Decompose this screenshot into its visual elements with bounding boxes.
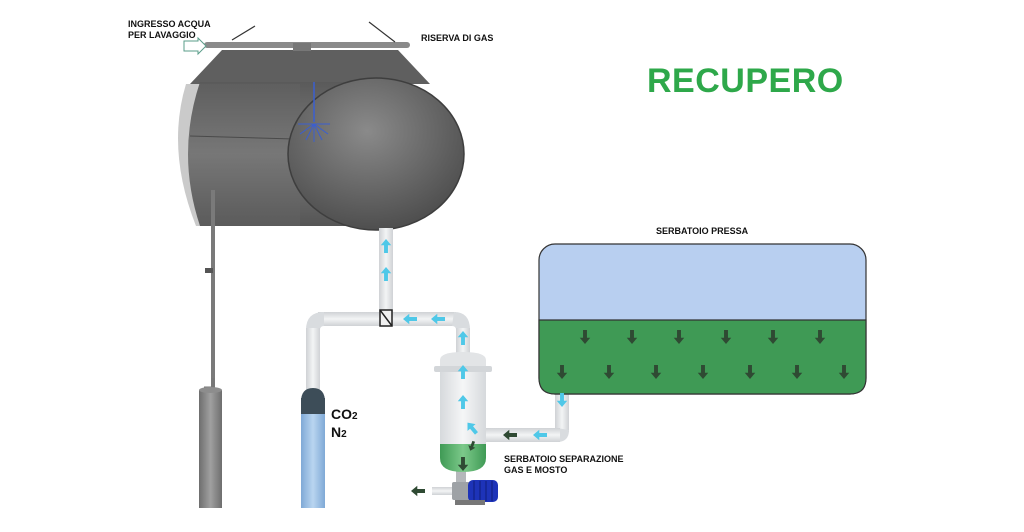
liquid-flow-arrow-icon: [411, 485, 425, 497]
water-inlet-label-line1: INGRESSO ACQUA: [128, 19, 211, 29]
gas-flow-arrow-icon: [457, 331, 469, 345]
pump-motor-fins: [473, 481, 493, 501]
liquid-flow-arrows: [411, 330, 850, 497]
gas-reserve-tank: [178, 21, 465, 390]
press-tank: [538, 243, 867, 395]
liquid-flow-arrow-icon: [838, 365, 850, 379]
drain-pipe: [211, 190, 215, 390]
water-inlet-label: INGRESSO ACQUA PER LAVAGGIO: [128, 19, 211, 41]
gas-label-n2-sub: 2: [341, 429, 347, 440]
spray-ball-icon: [298, 123, 330, 142]
liquid-flow-arrow-icon: [626, 330, 638, 344]
grey-cylinder-body: [199, 390, 222, 508]
separator-label: SERBATOIO SEPARAZIONE GAS E MOSTO: [504, 454, 624, 476]
liquid-flow-arrow-icon: [579, 330, 591, 344]
pump-motor: [468, 480, 498, 502]
liquid-flow-arrow-icon: [650, 365, 662, 379]
water-inlet-label-line2: PER LAVAGGIO: [128, 30, 196, 40]
liquid-flow-arrow-icon: [697, 365, 709, 379]
co2-n2-cylinder: [301, 388, 325, 508]
pump-base: [455, 500, 485, 505]
liquid-flow-arrow-icon: [503, 429, 517, 441]
pipe-press-drain: [555, 388, 569, 432]
gas-label-co2-sub: 2: [352, 411, 358, 422]
liquid-flow-arrow-icon: [457, 457, 469, 471]
gas-flow-arrow-icon: [556, 393, 568, 407]
gas-flow-arrow-icon: [380, 239, 392, 253]
transfer-pump: [452, 480, 498, 505]
tank-body-shade: [178, 84, 300, 226]
drain-elbow: [204, 378, 215, 390]
pipe-elbow-left: [306, 312, 324, 330]
gas-reserve-label: RISERVA DI GAS: [421, 33, 494, 43]
gas-flow-arrow-icon: [457, 365, 469, 379]
gas-label-co2: CO2: [331, 406, 358, 422]
gas-flow-arrow-icon: [403, 313, 417, 325]
gas-flow-arrow-icon: [467, 422, 479, 435]
liquid-flow-arrow-icon: [603, 365, 615, 379]
liquid-flow-arrow-icon: [791, 365, 803, 379]
pump-head: [452, 482, 470, 500]
grey-cylinder-top: [199, 387, 222, 393]
press-tank-label: SERBATOIO PRESSA: [656, 226, 749, 236]
tank-end-cap-rim: [287, 77, 465, 231]
press-tank-liquid: [538, 319, 867, 395]
pipe-top-left: [318, 312, 388, 326]
gas-label-co2-main: CO: [331, 406, 352, 422]
gas-flow-arrow-icon: [431, 313, 445, 325]
liquid-flow-arrow-icon: [556, 365, 568, 379]
tank-top-shroud: [190, 50, 430, 84]
gas-cylinder-shoulder: [301, 398, 325, 414]
water-inlet-leader: [231, 25, 256, 41]
separator-label-line1: SERBATOIO SEPARAZIONE: [504, 454, 624, 464]
liquid-flow-arrow-icon: [673, 330, 685, 344]
separator-head: [440, 352, 486, 366]
liquid-flow-arrow-icon: [468, 440, 476, 451]
water-inlet-arrow-icon: [183, 36, 207, 56]
drain-valve: [205, 268, 213, 273]
check-valve-slash: [379, 309, 393, 327]
pipe-pump-outlet: [432, 487, 456, 495]
grey-cylinder: [199, 387, 222, 508]
gas-flow-arrow-icon: [457, 395, 469, 409]
page-title: RECUPERO: [647, 62, 844, 100]
pipe-top-right: [386, 312, 456, 326]
pipe-to-separator-inlet: [486, 428, 560, 442]
gas-flow-arrow-icon: [533, 429, 547, 441]
gas-flow-arrows: [380, 239, 568, 441]
separator-label-line2: GAS E MOSTO: [504, 465, 568, 475]
gas-flow-arrow-icon: [380, 267, 392, 281]
gas-label-n2-main: N: [331, 424, 342, 440]
pipe-elbow-right: [452, 312, 470, 330]
gas-cylinder-body: [301, 398, 325, 508]
liquid-flow-arrow-icon: [744, 365, 756, 379]
gas-reserve-leader: [368, 21, 396, 43]
tank-end-cap: [288, 78, 464, 230]
pipe-separator-outlet: [456, 470, 466, 492]
liquid-flow-arrow-icon: [767, 330, 779, 344]
liquid-flow-arrow-icon: [814, 330, 826, 344]
pipe-to-gas-cylinder: [306, 328, 320, 396]
tank-top-hatch: [293, 43, 311, 51]
gas-label-n2: N2: [331, 424, 347, 440]
liquid-flow-arrow-icon: [720, 330, 732, 344]
